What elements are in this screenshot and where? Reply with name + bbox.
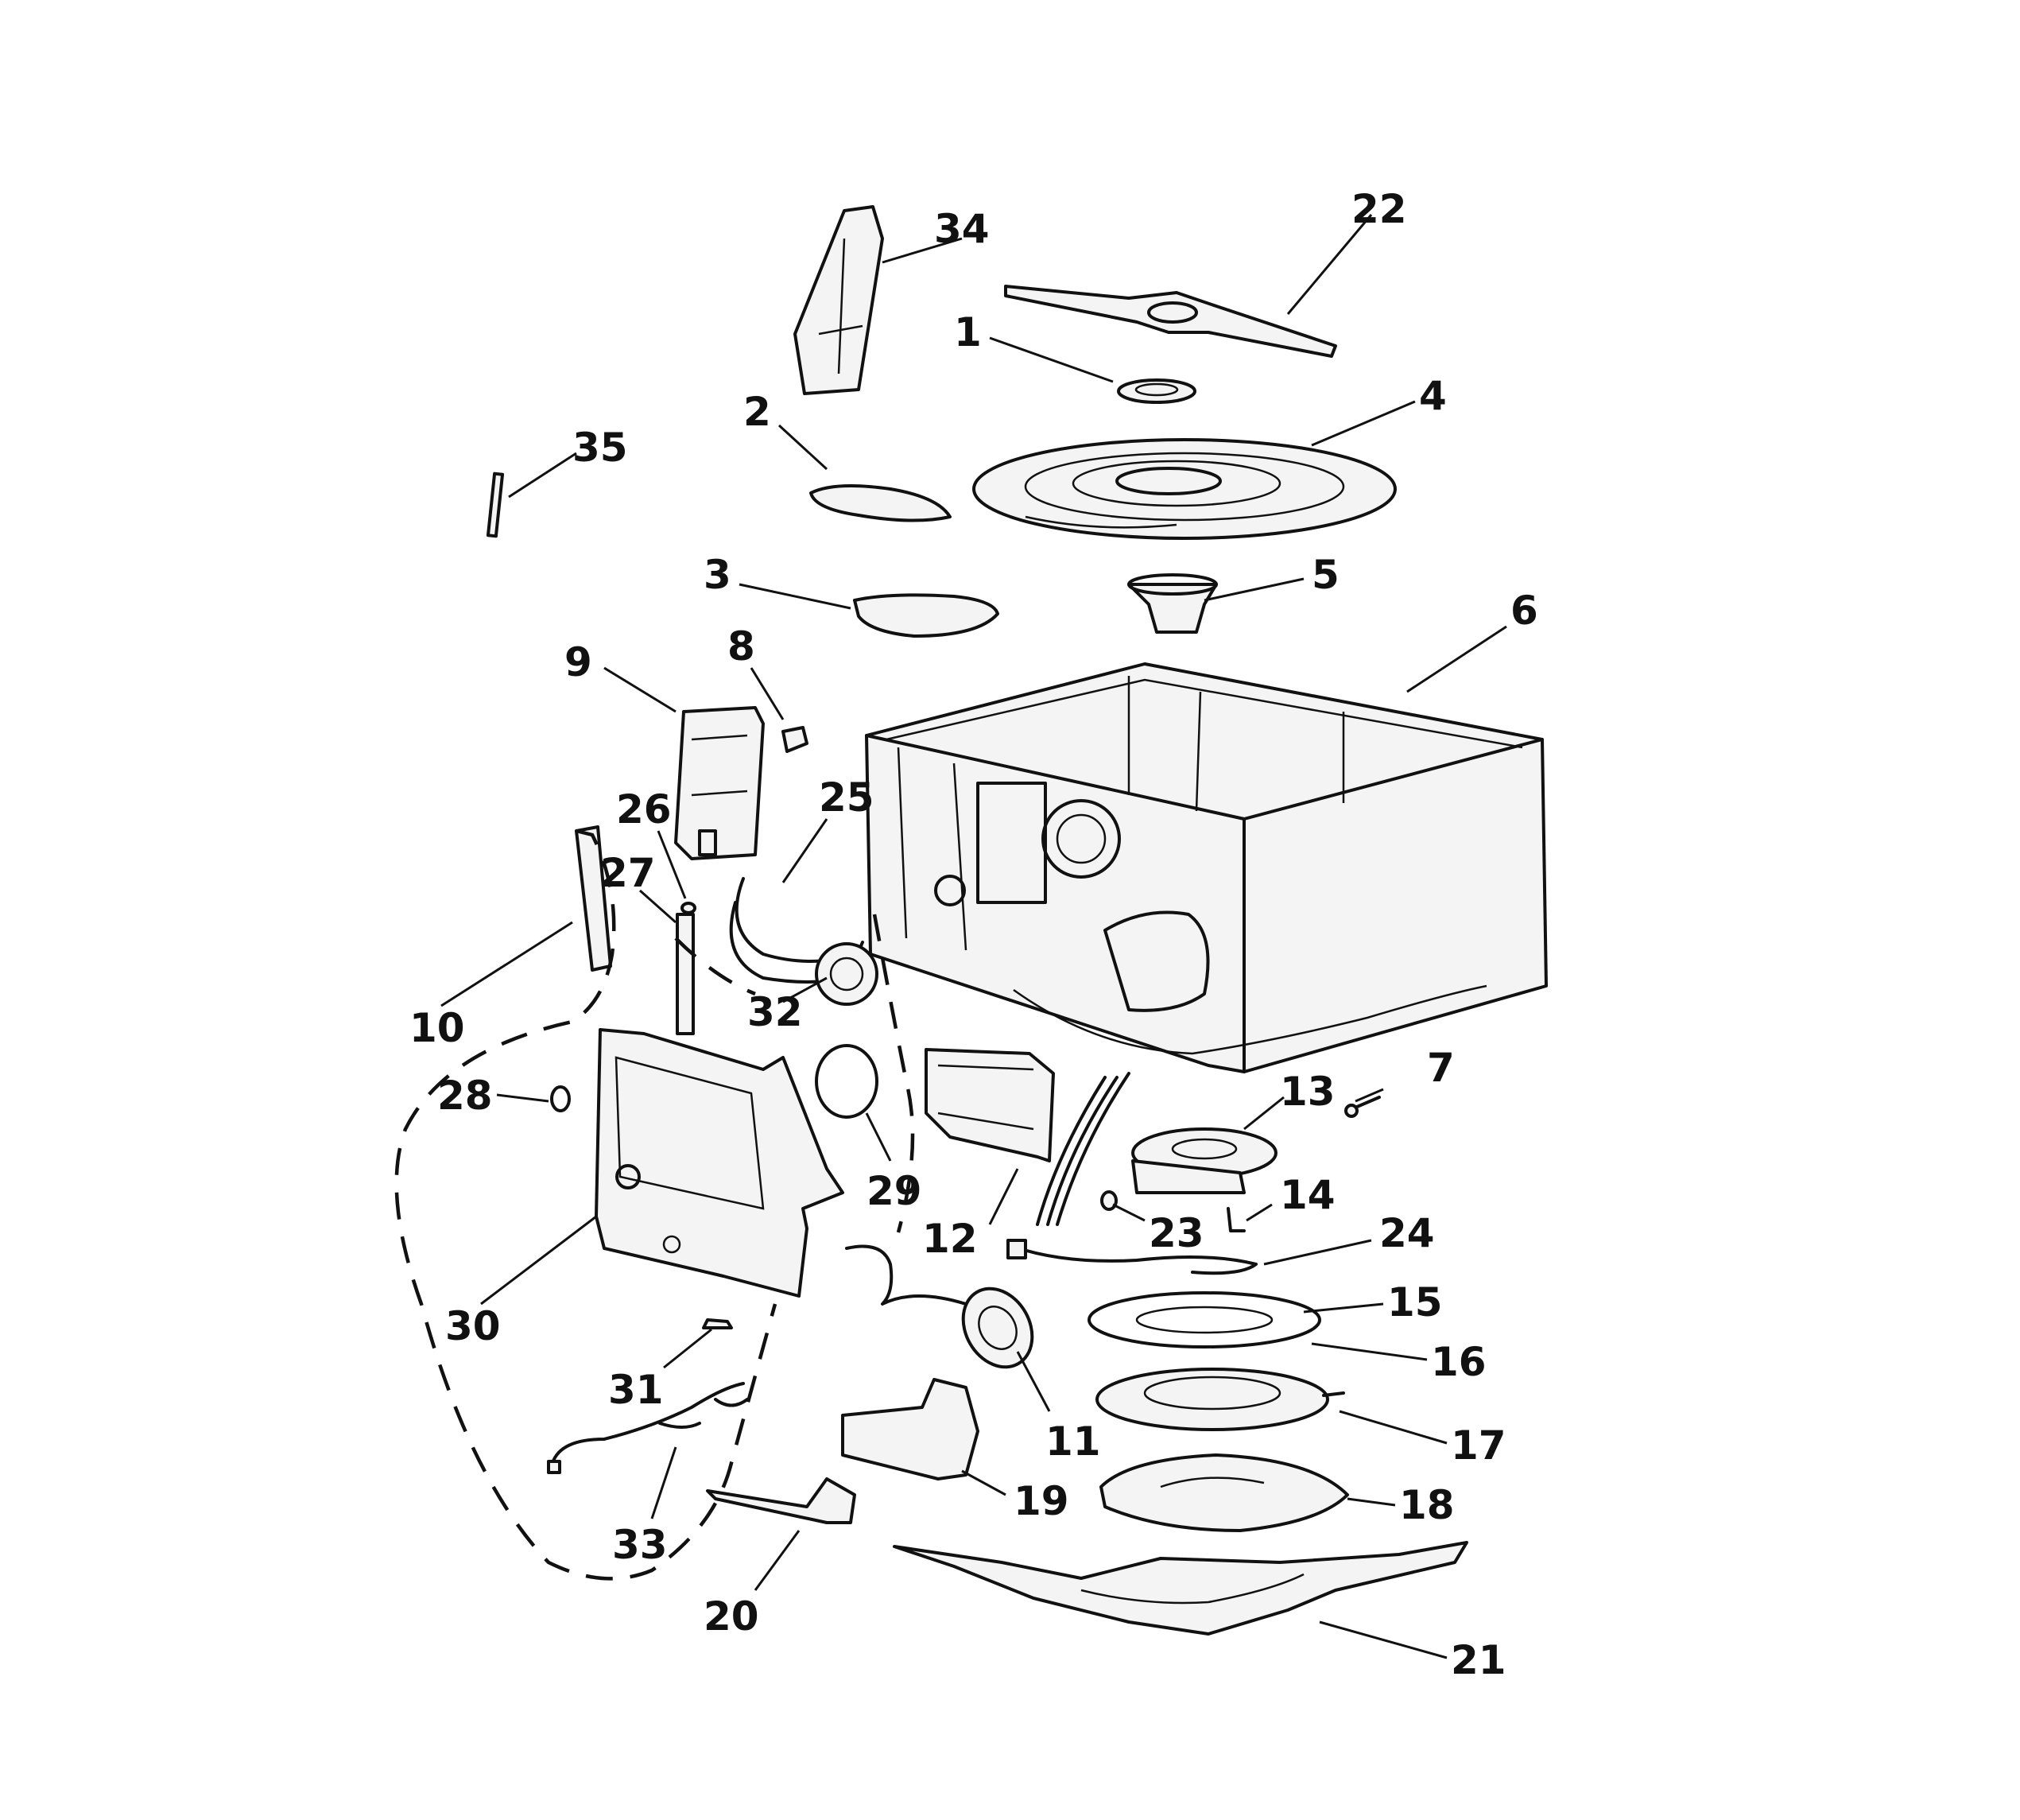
part-20-shape	[706, 1477, 856, 1524]
part-2-shape	[809, 484, 952, 522]
part-11-shape	[961, 1286, 1034, 1369]
part-18-shape	[1099, 1453, 1349, 1532]
part-7-shape	[1344, 1096, 1381, 1118]
part-17-shape	[1095, 1368, 1345, 1431]
callout-11: 11	[1045, 1418, 1101, 1465]
part-26-shape	[680, 902, 696, 914]
callout-33: 33	[612, 1522, 668, 1568]
callout-5: 5	[1312, 552, 1340, 598]
part-21-shape	[893, 1541, 1468, 1636]
part-32-shape	[815, 942, 878, 1006]
callout-23: 23	[1149, 1210, 1204, 1256]
callout-35: 35	[572, 425, 628, 471]
part-27-shape	[676, 913, 695, 1035]
part-23-shape	[1100, 1190, 1118, 1211]
part-28-shape	[550, 1085, 571, 1112]
part-3-shape	[853, 593, 999, 638]
part-8-shape	[781, 726, 808, 753]
callout-17: 17	[1451, 1422, 1506, 1469]
callout-3: 3	[704, 552, 731, 598]
callout-29: 29	[867, 1168, 922, 1214]
part-1-shape	[1117, 378, 1196, 404]
dashed-assembly-outline-right	[872, 914, 915, 1233]
callout-20: 20	[704, 1593, 759, 1640]
part-29-shape	[815, 1044, 878, 1119]
callout-2: 2	[743, 389, 771, 435]
callout-32: 32	[747, 989, 803, 1035]
callout-19: 19	[1014, 1478, 1069, 1524]
callout-30: 30	[445, 1303, 501, 1349]
dashed-assembly-outline-mid	[674, 937, 756, 996]
callout-34: 34	[934, 206, 990, 252]
leader-lines	[440, 214, 1507, 1659]
callout-26: 26	[616, 786, 672, 832]
part-9-shape	[674, 706, 765, 860]
callout-12: 12	[922, 1216, 978, 1262]
callout-18: 18	[1399, 1482, 1455, 1528]
part-15-shape	[1088, 1291, 1321, 1349]
callout-6: 6	[1510, 588, 1538, 634]
part-34-shape	[793, 205, 884, 395]
part-30-shape	[595, 1028, 844, 1298]
part-harness-shape	[1036, 1072, 1130, 1226]
callout-25: 25	[819, 774, 874, 821]
callout-16: 16	[1431, 1339, 1487, 1385]
callout-24: 24	[1379, 1210, 1435, 1256]
part-4-shape	[972, 438, 1397, 540]
part-33-shape	[547, 1382, 749, 1474]
part-14-shape	[1227, 1207, 1246, 1232]
callout-31: 31	[608, 1367, 664, 1413]
callout-4: 4	[1419, 373, 1447, 419]
part-24-shape	[1006, 1239, 1258, 1275]
part-19-shape	[841, 1378, 979, 1480]
callout-9: 9	[564, 639, 592, 685]
part-10-shape	[575, 825, 612, 972]
part-fan-wire-shape	[845, 1244, 967, 1306]
part-12-shape	[925, 1048, 1055, 1162]
part-35-shape	[486, 471, 505, 538]
callout-7: 7	[1427, 1045, 1455, 1091]
part-31-shape	[702, 1318, 733, 1329]
callout-22: 22	[1351, 186, 1407, 232]
callout-13: 13	[1280, 1069, 1336, 1115]
callout-14: 14	[1280, 1172, 1336, 1218]
part-5-shape	[1127, 573, 1218, 634]
callout-8: 8	[727, 623, 755, 669]
part-13-shape	[1131, 1127, 1278, 1194]
callout-28: 28	[437, 1073, 493, 1119]
dashed-assembly-outline	[394, 829, 777, 1581]
callout-27: 27	[600, 850, 656, 896]
part-22-shape	[1004, 285, 1337, 358]
callout-21: 21	[1451, 1637, 1506, 1683]
callout-15: 15	[1387, 1279, 1443, 1325]
callout-10: 10	[409, 1005, 465, 1051]
part-6-shape	[865, 662, 1548, 1073]
callout-1: 1	[954, 309, 982, 355]
